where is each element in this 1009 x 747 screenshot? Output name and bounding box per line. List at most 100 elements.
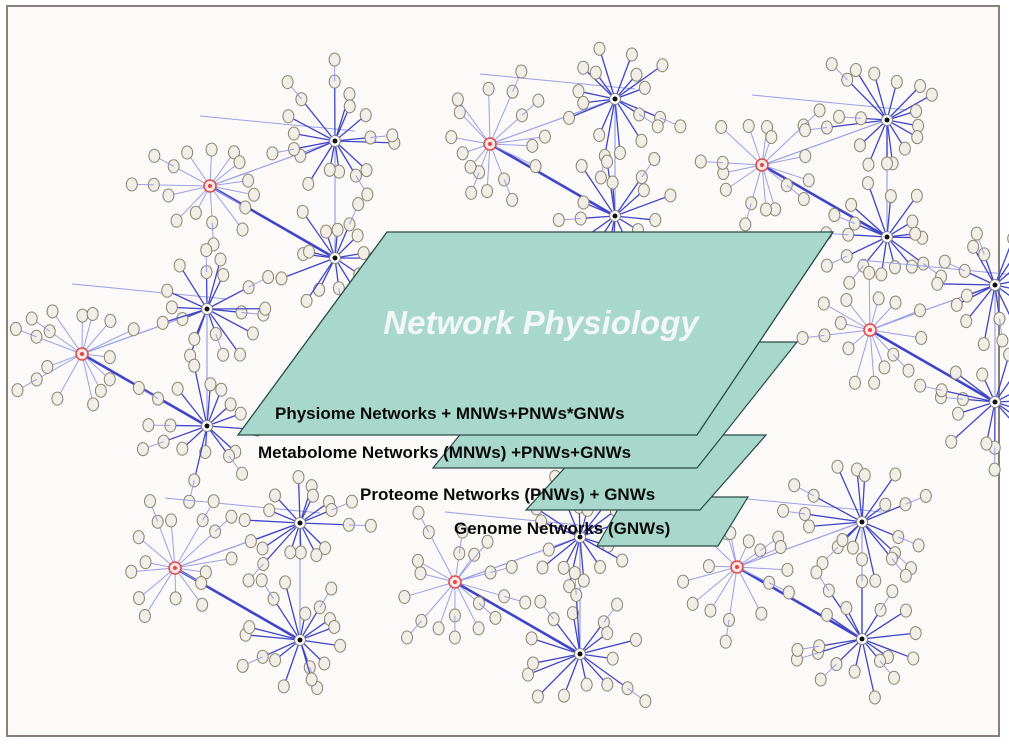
network-edge xyxy=(206,286,249,310)
network-edge xyxy=(144,567,176,617)
network-node xyxy=(914,378,927,393)
network-edge xyxy=(174,531,216,569)
network-node xyxy=(183,494,196,509)
network-edge xyxy=(170,424,208,427)
network-node xyxy=(343,99,356,114)
network-edge xyxy=(199,115,356,132)
network-edge xyxy=(438,581,456,629)
network-edge xyxy=(824,329,871,336)
network-node xyxy=(189,205,202,220)
network-node xyxy=(296,204,309,219)
network-edge xyxy=(209,185,246,208)
network-edge xyxy=(209,152,235,187)
network-node xyxy=(162,188,175,203)
network-edge xyxy=(489,143,533,147)
network-node xyxy=(506,192,519,207)
network-node xyxy=(138,608,151,623)
network-node xyxy=(165,513,178,528)
network-edge xyxy=(540,520,581,538)
network-node xyxy=(328,619,341,634)
network-node xyxy=(451,92,464,107)
network-node xyxy=(239,200,252,215)
network-edge xyxy=(582,67,616,100)
network-edge xyxy=(179,265,208,310)
network-node xyxy=(616,553,629,568)
network-node xyxy=(702,559,715,574)
network-node xyxy=(814,672,827,687)
network-edge xyxy=(153,184,211,187)
network-edge xyxy=(527,653,581,676)
network-node xyxy=(104,313,117,328)
network-edge xyxy=(186,152,211,187)
network-node xyxy=(828,208,841,223)
network-node xyxy=(879,497,892,512)
network-node xyxy=(465,185,478,200)
network-edge xyxy=(720,126,763,166)
network-node xyxy=(529,159,542,174)
network-edge xyxy=(736,565,863,641)
network-edge xyxy=(761,164,776,210)
network-node xyxy=(334,638,347,653)
network-node xyxy=(224,397,237,412)
network-node xyxy=(125,177,138,192)
network-edge xyxy=(209,184,336,260)
network-edge xyxy=(886,195,918,238)
network-edge xyxy=(454,536,581,583)
network-node xyxy=(472,621,485,636)
hub-node-red-core xyxy=(735,565,739,569)
network-edge xyxy=(249,626,301,641)
network-node xyxy=(614,145,627,160)
network-edge xyxy=(166,290,208,310)
network-node xyxy=(950,297,963,312)
network-edge xyxy=(36,353,83,380)
network-node xyxy=(781,562,794,577)
network-node xyxy=(912,538,925,553)
network-node xyxy=(575,158,588,173)
network-edge xyxy=(209,185,243,230)
network-node xyxy=(593,127,606,142)
network-edge xyxy=(454,581,505,597)
network-node xyxy=(386,128,399,143)
network-node xyxy=(782,585,795,600)
network-edge xyxy=(579,653,608,685)
network-edge xyxy=(334,140,395,144)
network-node xyxy=(846,540,859,555)
network-node xyxy=(886,584,899,599)
network-node xyxy=(181,145,194,160)
network-edge xyxy=(869,328,996,404)
network-node xyxy=(686,596,699,611)
network-edge xyxy=(250,522,301,542)
network-edge xyxy=(173,165,211,187)
network-node xyxy=(677,574,690,589)
network-node xyxy=(925,87,938,102)
network-node xyxy=(279,575,292,590)
network-edge xyxy=(861,632,916,640)
network-node xyxy=(872,291,885,306)
network-edge xyxy=(956,284,996,306)
network-edge xyxy=(193,365,208,427)
network-node xyxy=(719,634,732,649)
network-node xyxy=(919,488,932,503)
network-node xyxy=(532,93,545,108)
network-edge xyxy=(262,522,301,565)
network-node xyxy=(868,690,881,705)
network-node xyxy=(217,267,230,282)
network-edge xyxy=(994,400,1009,403)
network-node xyxy=(907,651,920,666)
network-node xyxy=(132,380,145,395)
network-node xyxy=(46,304,59,319)
network-node xyxy=(214,252,227,267)
network-node xyxy=(563,579,576,594)
network-node xyxy=(266,146,279,161)
network-edge xyxy=(81,320,111,355)
network-node xyxy=(318,656,331,671)
network-edge xyxy=(614,194,671,217)
network-edge xyxy=(162,308,208,324)
network-node xyxy=(269,653,282,668)
hub-node-black-core xyxy=(992,399,998,405)
network-node xyxy=(242,573,255,588)
network-edge xyxy=(823,303,871,331)
network-edge xyxy=(489,143,536,167)
network-node xyxy=(328,52,341,67)
network-edge xyxy=(861,503,906,523)
